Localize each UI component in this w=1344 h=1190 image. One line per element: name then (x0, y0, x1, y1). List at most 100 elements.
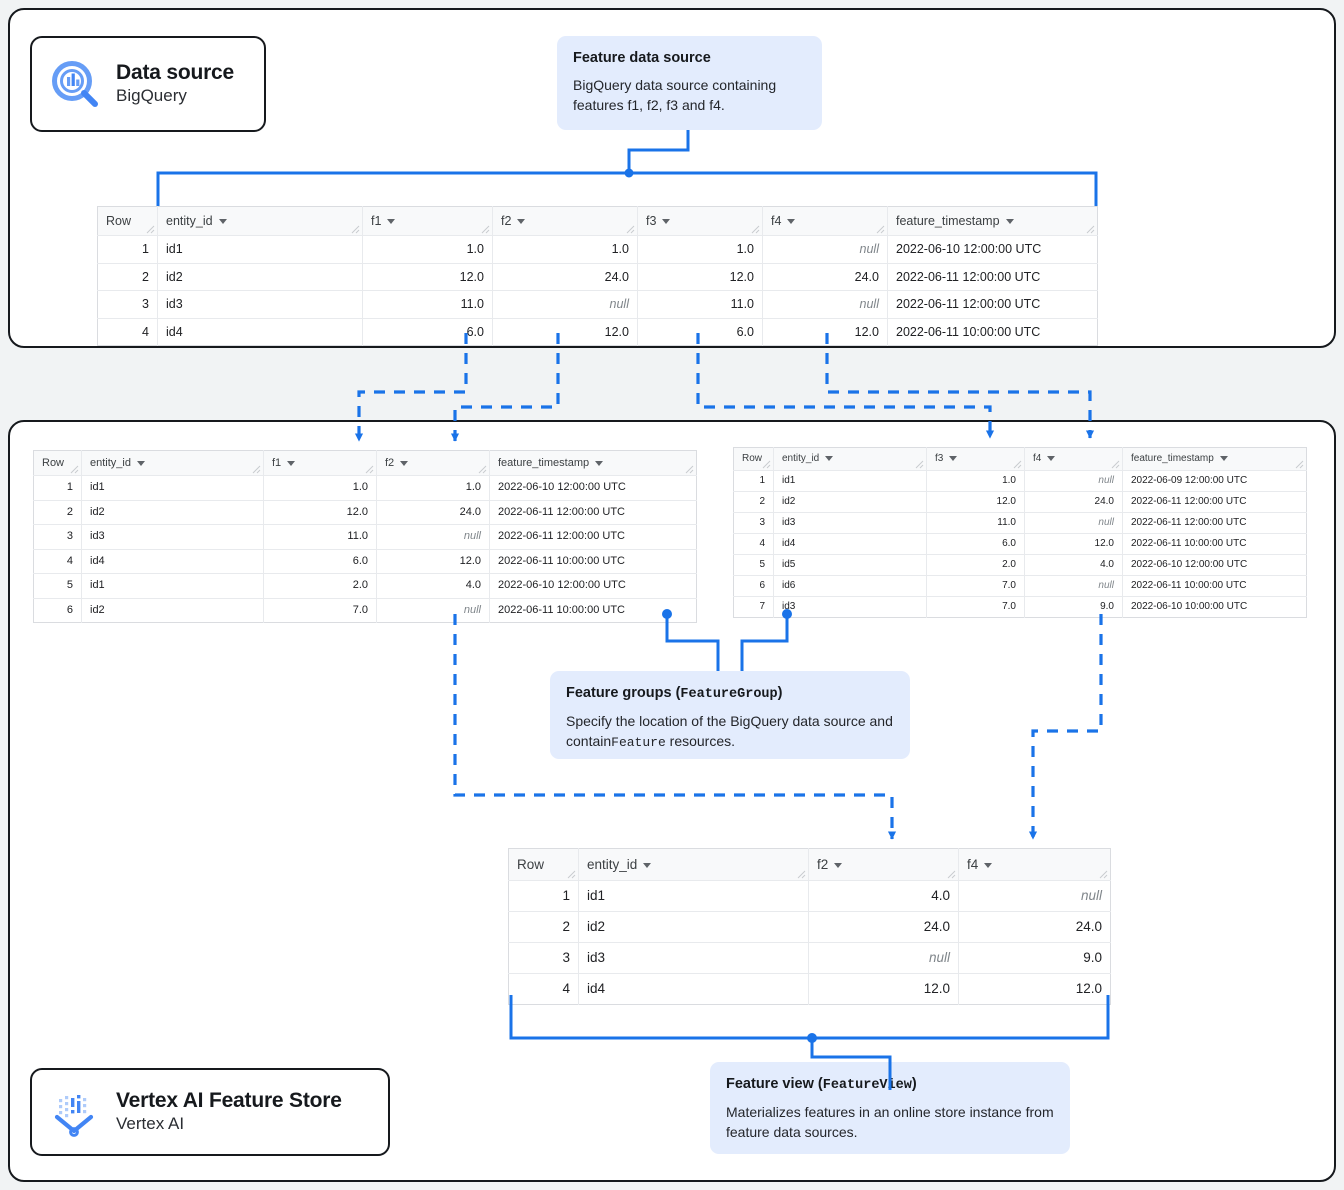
column-header-label: feature_timestamp (1131, 453, 1214, 464)
chevron-down-icon[interactable] (662, 219, 671, 225)
chevron-down-icon[interactable] (517, 219, 526, 225)
cell-value: 4.0 (1024, 554, 1123, 576)
cell-row-number: 4 (97, 318, 158, 346)
column-header-entity_id[interactable]: entity_id (773, 447, 927, 471)
column-header-label: f1 (272, 457, 282, 469)
chevron-down-icon[interactable] (387, 219, 396, 225)
column-header-label: f2 (817, 857, 829, 872)
cell-value: 12.0 (376, 549, 490, 574)
column-header-entity_id[interactable]: entity_id (157, 206, 363, 236)
cell-row-number: 4 (508, 973, 579, 1005)
chevron-down-icon[interactable] (136, 460, 145, 466)
callout-body-mono: Feature (611, 734, 666, 750)
column-header-f3[interactable]: f3 (926, 447, 1025, 471)
cell-row-number: 6 (733, 575, 774, 597)
column-header-f2[interactable]: f2 (492, 206, 638, 236)
column-header-feature_timestamp[interactable]: feature_timestamp (1122, 447, 1307, 471)
cell-row-number: 4 (733, 533, 774, 555)
cell-null: null (1024, 512, 1123, 534)
column-header-row[interactable]: Row (508, 848, 579, 881)
chevron-down-icon[interactable] (1005, 219, 1014, 225)
cell-value: 2.0 (263, 573, 377, 599)
cell-null: null (762, 290, 888, 319)
cell-timestamp: 2022-06-11 12:00:00 UTC (489, 500, 697, 525)
product-title: Vertex AI Feature Store (116, 1088, 342, 1112)
column-header-feature_timestamp[interactable]: feature_timestamp (489, 450, 697, 476)
chevron-down-icon[interactable] (834, 862, 843, 868)
cell-value: 7.0 (926, 575, 1025, 597)
chevron-down-icon[interactable] (400, 460, 409, 466)
chevron-down-icon[interactable] (825, 455, 834, 461)
cell-value: 24.0 (1024, 491, 1123, 513)
cell-entity-id: id4 (157, 318, 363, 346)
chevron-down-icon[interactable] (787, 219, 796, 225)
cell-value: 11.0 (263, 524, 377, 550)
callout-body: Specify the location of the BigQuery dat… (566, 711, 894, 753)
cell-entity-id: id1 (773, 470, 927, 492)
chevron-down-icon[interactable] (949, 455, 958, 461)
callout-feature-view: Feature view (FeatureView) Materializes … (710, 1062, 1070, 1154)
column-header-entity_id[interactable]: entity_id (578, 848, 809, 881)
callout-title-paren-close: ) (911, 1076, 917, 1092)
column-header-f4[interactable]: f4 (958, 848, 1111, 881)
column-header-label: f2 (501, 214, 512, 228)
column-header-f1[interactable]: f1 (263, 450, 377, 476)
cell-entity-id: id2 (81, 598, 264, 623)
chevron-down-icon[interactable] (1219, 455, 1228, 461)
chevron-down-icon[interactable] (287, 460, 296, 466)
cell-null: null (762, 235, 888, 264)
cell-entity-id: id4 (81, 549, 264, 574)
column-header-f1[interactable]: f1 (362, 206, 493, 236)
column-header-row[interactable]: Row (97, 206, 158, 236)
column-header-f3[interactable]: f3 (637, 206, 763, 236)
cell-timestamp: 2022-06-11 12:00:00 UTC (887, 290, 1098, 319)
column-header-f2[interactable]: f2 (376, 450, 490, 476)
cell-timestamp: 2022-06-11 12:00:00 UTC (1122, 491, 1307, 513)
cell-null: null (492, 290, 638, 319)
cell-value: 1.0 (263, 475, 377, 501)
chevron-down-icon[interactable] (984, 862, 993, 868)
callout-title: Feature view (FeatureView) (726, 1075, 1054, 1095)
column-header-f4[interactable]: f4 (762, 206, 888, 236)
cell-row-number: 3 (97, 290, 158, 319)
column-header-f2[interactable]: f2 (808, 848, 959, 881)
column-header-row[interactable]: Row (33, 450, 82, 476)
chevron-down-icon[interactable] (1047, 455, 1056, 461)
cell-entity-id: id1 (578, 880, 809, 912)
cell-value: 12.0 (637, 263, 763, 291)
chevron-down-icon[interactable] (218, 219, 227, 225)
cell-value: 11.0 (362, 290, 493, 319)
column-header-label: Row (42, 457, 65, 469)
callout-title-plain: Feature view (726, 1076, 818, 1092)
column-header-label: f4 (1033, 453, 1042, 464)
chevron-down-icon[interactable] (643, 862, 652, 868)
callout-body: BigQuery data source containing features… (573, 76, 777, 114)
cell-row-number: 2 (508, 911, 579, 943)
cell-entity-id: id2 (81, 500, 264, 525)
column-header-row[interactable]: Row (733, 447, 774, 471)
cell-value: 11.0 (637, 290, 763, 319)
cell-timestamp: 2022-06-11 12:00:00 UTC (887, 263, 1098, 291)
column-header-feature_timestamp[interactable]: feature_timestamp (887, 206, 1098, 236)
cell-value: 11.0 (926, 512, 1025, 534)
column-header-entity_id[interactable]: entity_id (81, 450, 264, 476)
cell-timestamp: 2022-06-10 12:00:00 UTC (1122, 554, 1307, 576)
column-header-f4[interactable]: f4 (1024, 447, 1123, 471)
cell-null: null (1024, 575, 1123, 597)
cell-row-number: 4 (33, 549, 82, 574)
chevron-down-icon[interactable] (595, 460, 604, 466)
cell-value: 12.0 (808, 973, 959, 1005)
cell-entity-id: id3 (578, 942, 809, 974)
cell-row-number: 1 (97, 235, 158, 264)
